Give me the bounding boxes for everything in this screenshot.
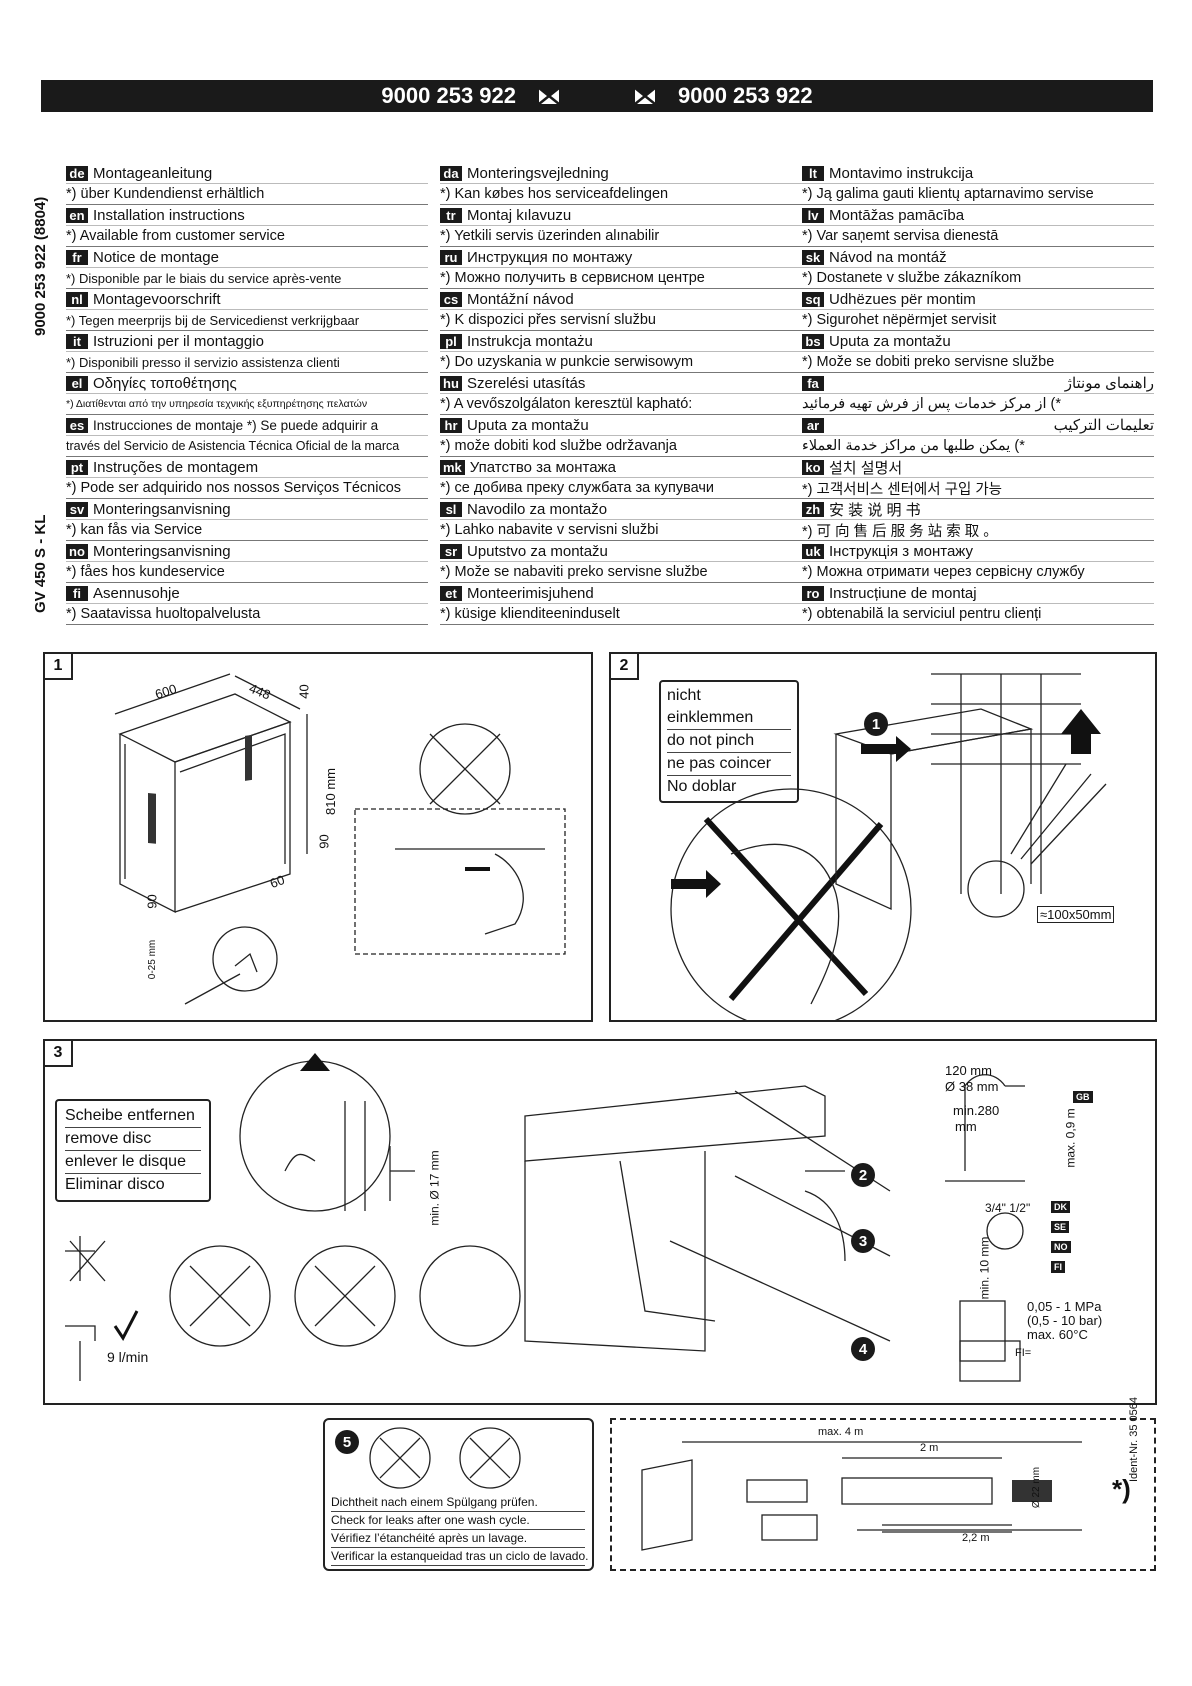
- hose-2-2m: 2,2 m: [962, 1532, 990, 1544]
- pressure-mpa: 0,05 - 1 MPa: [1027, 1299, 1102, 1314]
- header-bar: 9000 253 922 9000 253 922: [41, 80, 1153, 112]
- side-code: 9000 253 922 (8804): [32, 196, 49, 336]
- panel-number: 3: [45, 1041, 73, 1067]
- panel-1: 1 600 448 40 810 mm 90 90 60 0-25 mm: [43, 652, 593, 1022]
- pressure-maxtemp: max. 60°C: [1027, 1327, 1088, 1342]
- max-4m: max. 4 m: [818, 1426, 864, 1438]
- step-4-marker: 4: [851, 1337, 875, 1361]
- gb-max09: max. 0,9 m: [1063, 1108, 1078, 1168]
- panel-2: 2 nicht einklemmen do not pinch ne pas c…: [609, 652, 1157, 1022]
- gb-d38: Ø 38 mm: [945, 1079, 999, 1094]
- extension-hose-illustration: [641, 1441, 1082, 1551]
- country-tag-se: SE: [1051, 1221, 1070, 1233]
- step-5-marker: 5: [335, 1430, 359, 1454]
- step-2-marker: 2: [851, 1163, 875, 1187]
- envelope-icon: [634, 87, 656, 105]
- thread-sizes: 3/4" 1/2": [985, 1201, 1031, 1215]
- part-number-left: 9000 253 922: [381, 83, 516, 108]
- gb-min280: min.280: [953, 1103, 1000, 1118]
- step-3-marker: 3: [851, 1229, 875, 1253]
- no-pinch-label: nicht einklemmen do not pinch ne pas coi…: [659, 680, 799, 803]
- panel-number: 2: [611, 654, 639, 680]
- extension-hose-panel: max. 4 m 2 m Ø 22 mm 2,2 m *): [610, 1418, 1156, 1571]
- flow-rate: 9 l/min: [107, 1349, 149, 1365]
- dim-side-90: 90: [316, 834, 332, 849]
- dim-top: 40: [296, 684, 312, 699]
- envelope-icon: [538, 87, 560, 105]
- min-diameter: min. Ø 17 mm: [427, 1150, 442, 1226]
- hose-2m: 2 m: [920, 1442, 939, 1454]
- part-number-right: 9000 253 922: [678, 83, 813, 108]
- dishwasher-dimensions-illustration: [114, 673, 566, 1005]
- dim-height: 810 mm: [322, 768, 338, 815]
- hose-routing-illustration: [670, 673, 1107, 1020]
- remove-disc-label: Scheibe entfernen remove disc enlever le…: [55, 1099, 211, 1202]
- panel-number: 1: [45, 654, 73, 680]
- panel-5: 5 Dichtheit nach einem Spülgang prüfen. …: [323, 1418, 594, 1571]
- panel-3: 3 Scheibe entfernen remove disc enlever …: [43, 1039, 1157, 1405]
- gb-120mm: 120 mm: [945, 1063, 992, 1078]
- water-connection-illustration: [65, 1053, 1025, 1382]
- side-model: GV 450 S - KL: [32, 514, 49, 613]
- ident-number: Ident-Nr. 35 0564: [1128, 1396, 1140, 1482]
- country-tag-dk: DK: [1051, 1201, 1070, 1213]
- fi-label: FI=: [1015, 1347, 1032, 1359]
- gb-tag: GB: [1073, 1091, 1093, 1103]
- leak-check-illustration: [369, 1427, 521, 1489]
- hose-d22: Ø 22 mm: [1031, 1466, 1043, 1509]
- step-1-marker: 1: [864, 712, 888, 736]
- dim-front-90: 90: [144, 894, 160, 909]
- pressure-bar: (0,5 - 10 bar): [1027, 1313, 1103, 1328]
- thread-min10: min. 10 mm: [977, 1236, 992, 1300]
- opening-size: ≈100x50mm: [1037, 906, 1115, 923]
- dim-adjust: 0-25 mm: [147, 939, 159, 980]
- gb-mm: mm: [955, 1119, 977, 1134]
- country-tag-fi: FI: [1051, 1261, 1065, 1273]
- footnote-star: *): [1112, 1474, 1131, 1504]
- leak-check-text: Dichtheit nach einem Spülgang prüfen. Ch…: [331, 1494, 589, 1566]
- country-tag-no: NO: [1051, 1241, 1071, 1253]
